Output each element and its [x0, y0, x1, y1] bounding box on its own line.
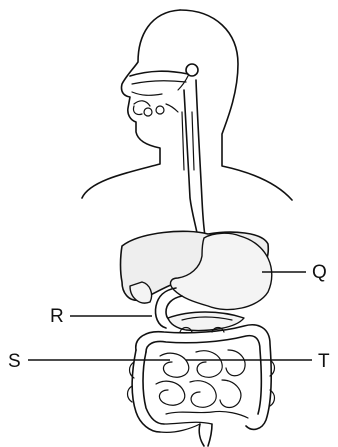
oesophagus [184, 80, 206, 242]
label-s: S [8, 351, 21, 372]
pancreas [168, 312, 244, 331]
label-t: T [318, 351, 330, 372]
label-r: R [50, 306, 64, 327]
oral-nasal-cavity [130, 64, 198, 116]
label-q: Q [312, 262, 327, 283]
body-outline [82, 10, 292, 200]
large-intestine [128, 325, 275, 432]
rectum [160, 422, 212, 446]
